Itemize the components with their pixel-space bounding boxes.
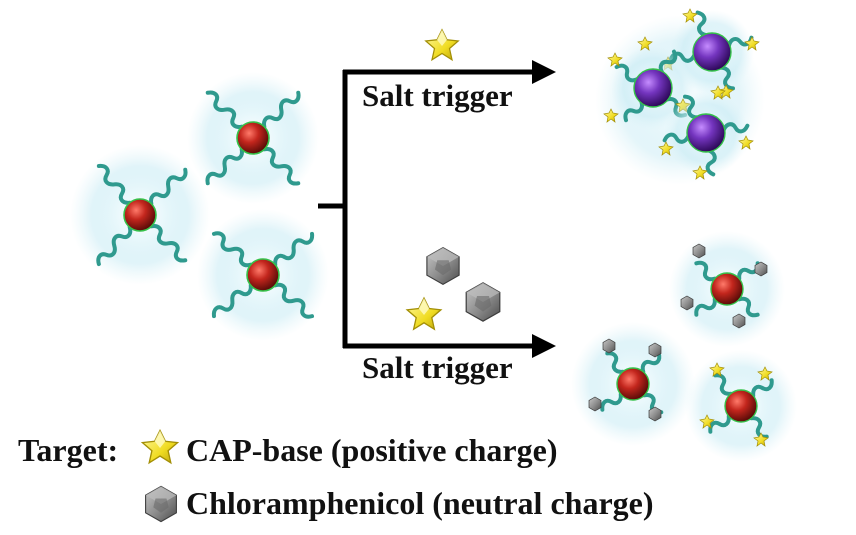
legend-title: Target: — [18, 432, 119, 468]
legend-cap-base-star-icon — [141, 429, 179, 464]
chloramphenicol-hexagon-icon — [465, 282, 501, 322]
aggregated-nanoparticles — [595, 8, 765, 185]
free-nanoparticle — [70, 145, 210, 285]
dispersed-nanoparticle — [669, 231, 785, 347]
dispersed-nanoparticle — [685, 350, 797, 462]
branch-arrows — [318, 60, 556, 358]
free-nanoparticle — [187, 72, 319, 204]
legend-chloramphenicol-hexagon-icon — [145, 485, 177, 523]
cap-base-star-icon — [406, 297, 442, 330]
dispersed-nanoparticles — [571, 231, 797, 462]
aggregated-nanoparticle — [658, 85, 754, 180]
top-arrow-label: Salt trigger — [362, 78, 513, 113]
chloramphenicol-hexagon-icon — [426, 247, 460, 285]
cap-base-star-icon — [425, 29, 459, 61]
legend-chloramphenicol-label: Chloramphenicol (neutral charge) — [186, 485, 654, 521]
bottom-arrow-head — [532, 334, 556, 358]
free-nanoparticle-group — [70, 72, 329, 341]
bottom-arrow-label: Salt trigger — [362, 350, 513, 385]
legend-cap-base-label: CAP-base (positive charge) — [186, 432, 558, 468]
free-nanoparticle — [197, 209, 329, 341]
dispersed-nanoparticle — [571, 322, 695, 446]
top-arrow-head — [532, 60, 556, 84]
